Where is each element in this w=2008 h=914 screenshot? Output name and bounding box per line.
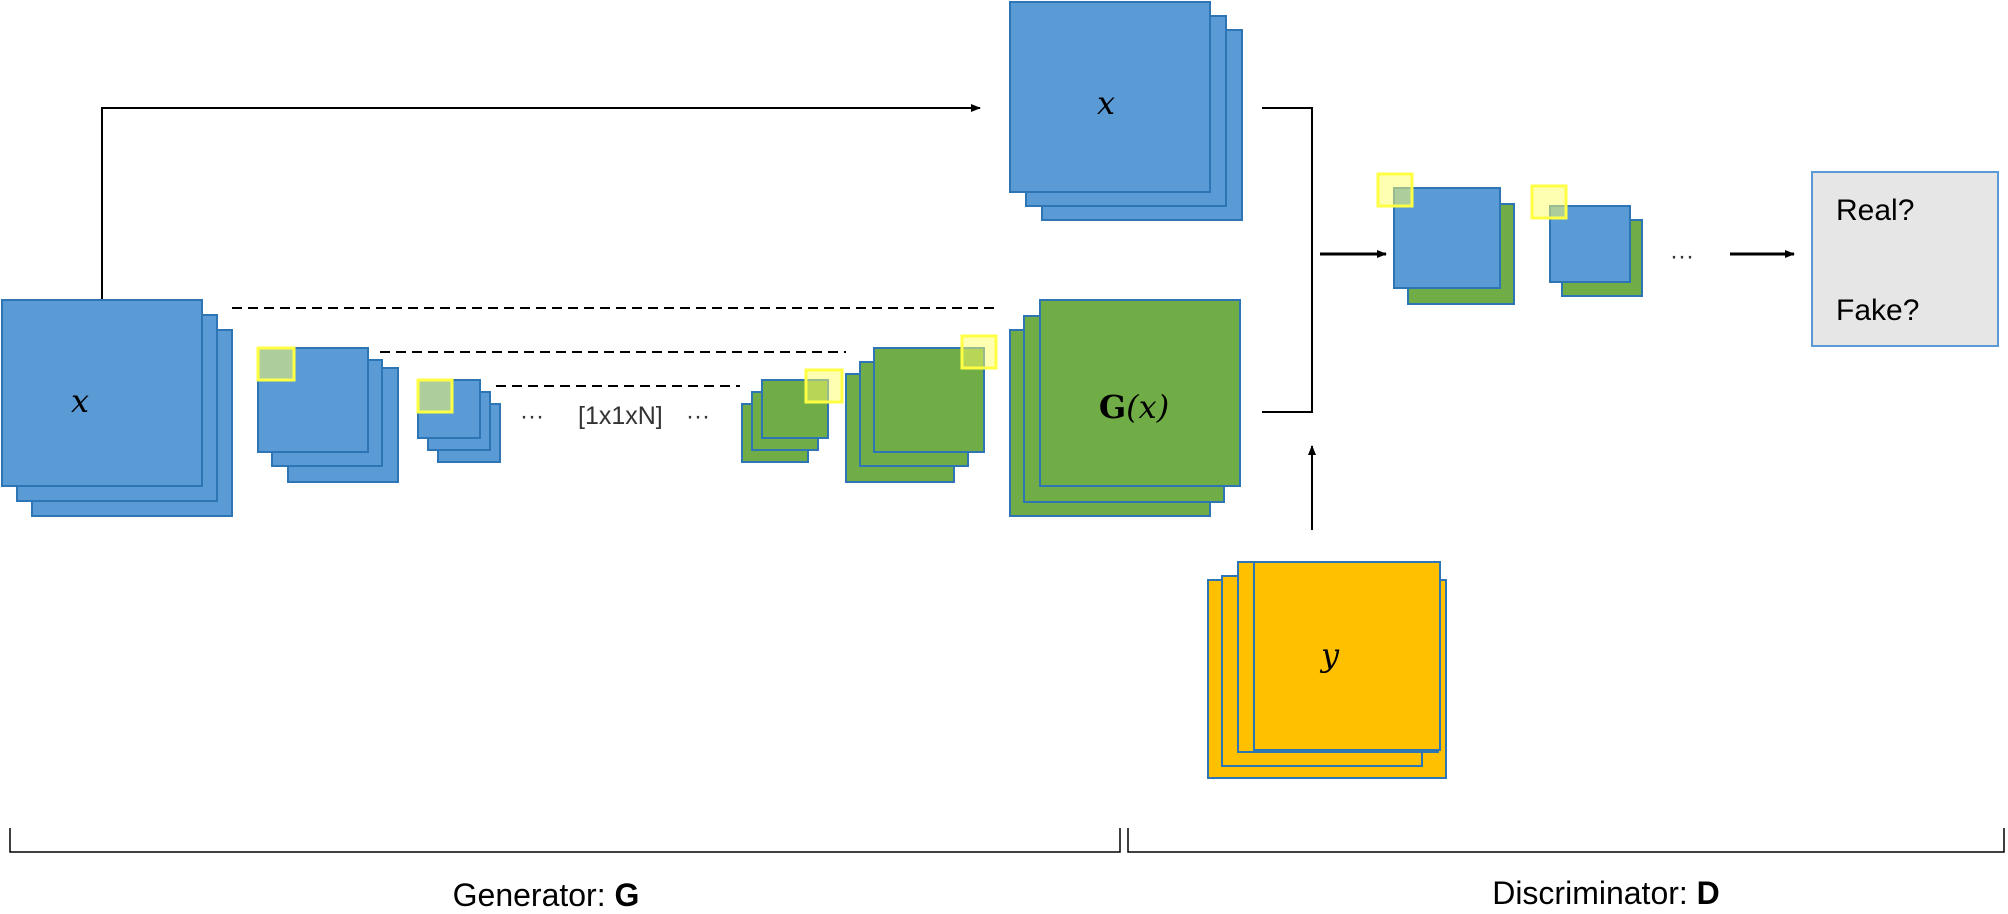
encoder-layer-1 <box>256 346 399 483</box>
ellipsis-left: ··· <box>520 403 544 430</box>
bottleneck-label: ··· [1x1xN] ··· <box>520 402 710 430</box>
discriminator-layer-2 <box>1530 184 1643 297</box>
decoder-layer-2 <box>845 334 998 483</box>
generator-input-label: x <box>71 382 89 420</box>
bottleneck-size-label: [1x1xN] <box>578 402 663 430</box>
discriminator-bracket <box>1127 828 2005 853</box>
generator-output-stack: G(x) <box>1009 299 1241 517</box>
discriminator-layer-1 <box>1376 172 1515 305</box>
real-input-label: x <box>1097 84 1115 122</box>
decoder-layer-1 <box>741 368 844 463</box>
output-fake-label: Fake? <box>1836 294 1919 327</box>
encoder-layer-2 <box>416 378 501 463</box>
ellipsis-right: ··· <box>686 403 710 430</box>
generator-bracket <box>9 828 1121 853</box>
discriminator-ellipsis: ··· <box>1670 243 1694 270</box>
generator-caption: Generator: G <box>453 877 640 913</box>
discriminator-input-merge <box>1262 107 1313 413</box>
unet-skip-lines <box>232 307 1000 387</box>
real-input-stack: x <box>1009 1 1243 221</box>
output-real-label: Real? <box>1836 194 1914 227</box>
generator-output-label: G(x) <box>1099 388 1169 426</box>
discriminator-caption: Discriminator: D <box>1492 875 1720 911</box>
target-image-stack: y <box>1207 561 1447 779</box>
discriminator-output-box: Real? Fake? <box>1811 171 1999 347</box>
target-image-label: y <box>1319 636 1340 674</box>
generator-input-stack: x <box>1 299 233 517</box>
skip-connection-arrow <box>101 104 981 300</box>
